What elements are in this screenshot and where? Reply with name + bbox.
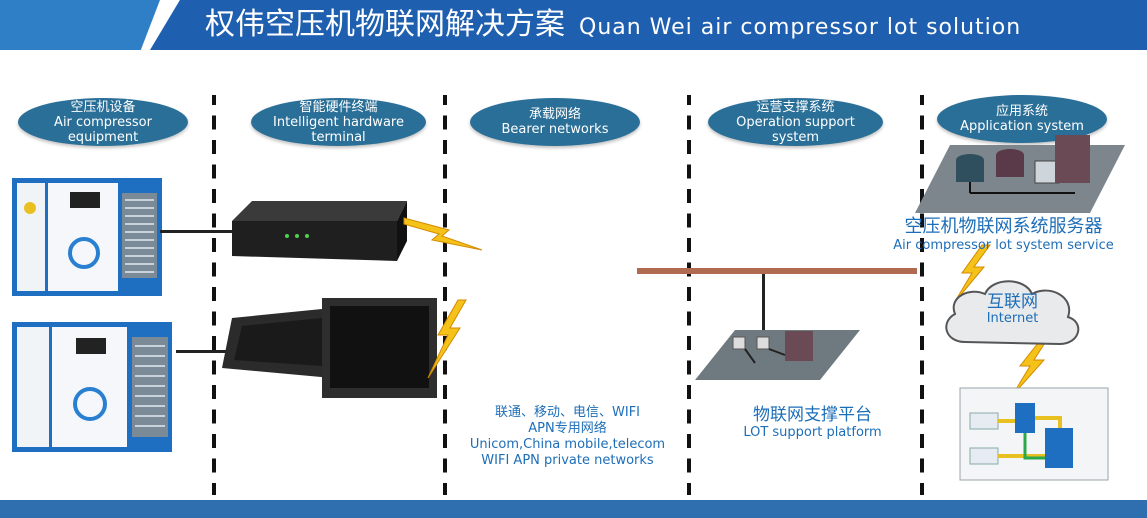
- platform-label: 物联网支撑平台 LOT support platform: [720, 405, 905, 440]
- pill-en: Air compressor: [54, 114, 152, 130]
- header-accent: [0, 0, 160, 50]
- column-divider: [443, 95, 447, 495]
- pill-en: system: [772, 129, 819, 145]
- internet-label-en: Internet: [986, 311, 1039, 326]
- support-platform-graphic: [695, 330, 860, 380]
- column-pill-operation: 运营支撑系统 Operation support system: [708, 98, 883, 146]
- bearer-line: Unicom,China mobile,telecom: [469, 437, 666, 452]
- bearer-network-description: 联通、移动、电信、WIFI APN专用网络 Unicom,China mobil…: [455, 405, 680, 469]
- connection-line: [160, 230, 235, 233]
- column-pill-equipment: 空压机设备 Air compressor equipment: [18, 98, 188, 146]
- network-bus-line: [637, 268, 917, 274]
- server-cluster-graphic: [915, 135, 1125, 213]
- air-compressor-unit-top: [12, 178, 162, 296]
- lightning-icon: [427, 299, 467, 379]
- pill-en: Intelligent hardware: [273, 114, 404, 130]
- bearer-line: APN专用网络: [528, 421, 607, 436]
- bearer-line: WIFI APN private networks: [481, 453, 654, 468]
- server-label-cn: 空压机物联网系统服务器: [904, 216, 1103, 237]
- lightning-icon: [953, 244, 991, 304]
- header-banner: 权伟空压机物联网解决方案 Quan Wei air compressor lot …: [0, 0, 1147, 50]
- column-pill-bearer: 承载网络 Bearer networks: [470, 98, 640, 146]
- column-divider: [212, 95, 216, 495]
- page-title-cn: 权伟空压机物联网解决方案: [205, 7, 565, 42]
- column-divider: [687, 95, 691, 495]
- internet-label: 互联网 Internet: [965, 293, 1060, 326]
- platform-label-en: LOT support platform: [743, 425, 882, 440]
- lightning-icon: [403, 217, 483, 251]
- internet-cloud-icon: [945, 280, 1080, 346]
- pill-en: Bearer networks: [501, 122, 609, 137]
- footer-bar: [0, 500, 1147, 518]
- pill-cn: 应用系统: [995, 104, 1048, 119]
- hardware-terminal-box: [232, 201, 407, 261]
- pill-cn: 空压机设备: [70, 99, 136, 115]
- page-title-en: Quan Wei air compressor lot solution: [579, 15, 1022, 40]
- pill-en: Application system: [960, 119, 1084, 134]
- header-bar: [150, 0, 1147, 50]
- air-compressor-unit-bottom: [12, 322, 172, 452]
- column-pill-terminal: 智能硬件终端 Intelligent hardware terminal: [251, 98, 426, 146]
- server-label-en: Air compressor lot system service: [893, 238, 1114, 253]
- pill-cn: 智能硬件终端: [299, 99, 378, 115]
- pill-cn: 承载网络: [528, 107, 581, 122]
- column-divider: [920, 95, 924, 495]
- internet-label-cn: 互联网: [987, 292, 1038, 312]
- hmi-touch-panel: [222, 298, 437, 398]
- bus-drop-line: [762, 274, 765, 334]
- pill-en: Operation support: [736, 114, 855, 130]
- pill-cn: 运营支撑系统: [756, 99, 835, 115]
- platform-label-cn: 物联网支撑平台: [753, 405, 872, 425]
- application-screenshot: [959, 387, 1109, 481]
- page-title: 权伟空压机物联网解决方案 Quan Wei air compressor lot …: [205, 6, 1021, 44]
- pill-en: terminal: [311, 129, 366, 145]
- pill-en: equipment: [67, 129, 139, 145]
- connection-line: [176, 350, 231, 353]
- bearer-line: 联通、移动、电信、WIFI: [495, 405, 640, 420]
- server-label: 空压机物联网系统服务器 Air compressor lot system se…: [866, 216, 1141, 253]
